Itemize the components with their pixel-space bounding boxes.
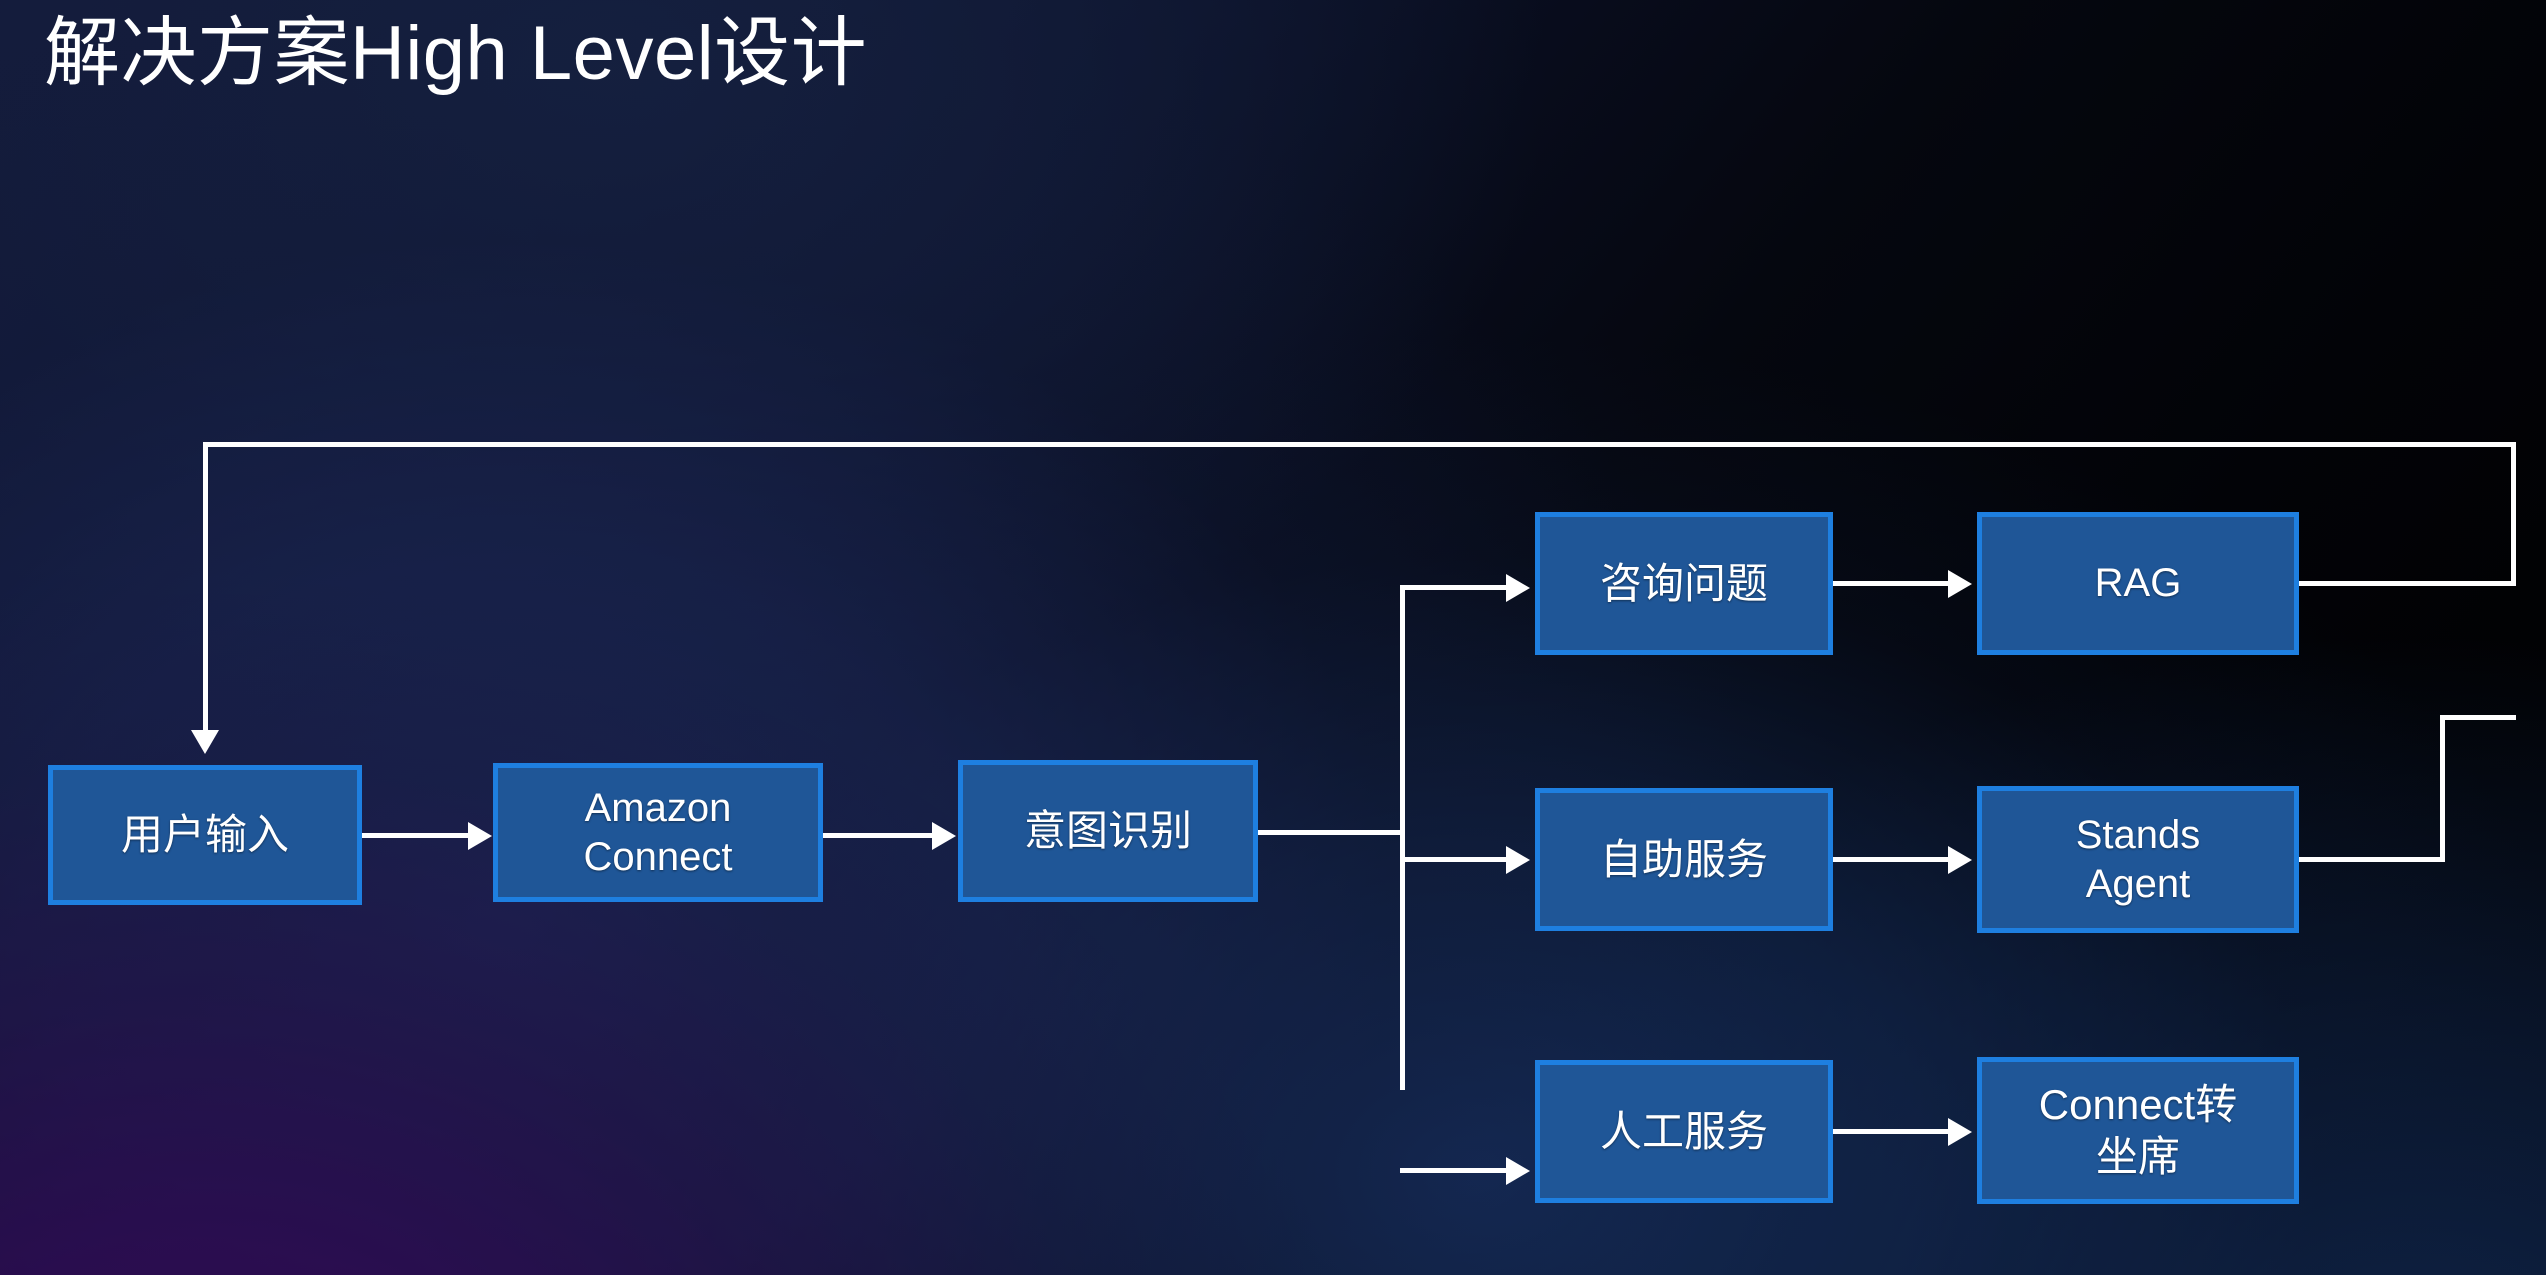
node-intent-recognition[interactable]: 意图识别 xyxy=(958,760,1258,902)
node-self-service[interactable]: 自助服务 xyxy=(1535,788,1833,931)
node-amazon-connect[interactable]: Amazon Connect xyxy=(493,763,823,902)
page-title: 解决方案High Level设计 xyxy=(44,11,868,96)
node-connect-transfer-agent[interactable]: Connect转 坐席 xyxy=(1977,1057,2299,1204)
node-stands-agent[interactable]: Stands Agent xyxy=(1977,786,2299,933)
node-user-input[interactable]: 用户输入 xyxy=(48,765,362,905)
node-rag[interactable]: RAG xyxy=(1977,512,2299,655)
node-human-service[interactable]: 人工服务 xyxy=(1535,1060,1833,1203)
node-consult-question[interactable]: 咨询问题 xyxy=(1535,512,1833,655)
